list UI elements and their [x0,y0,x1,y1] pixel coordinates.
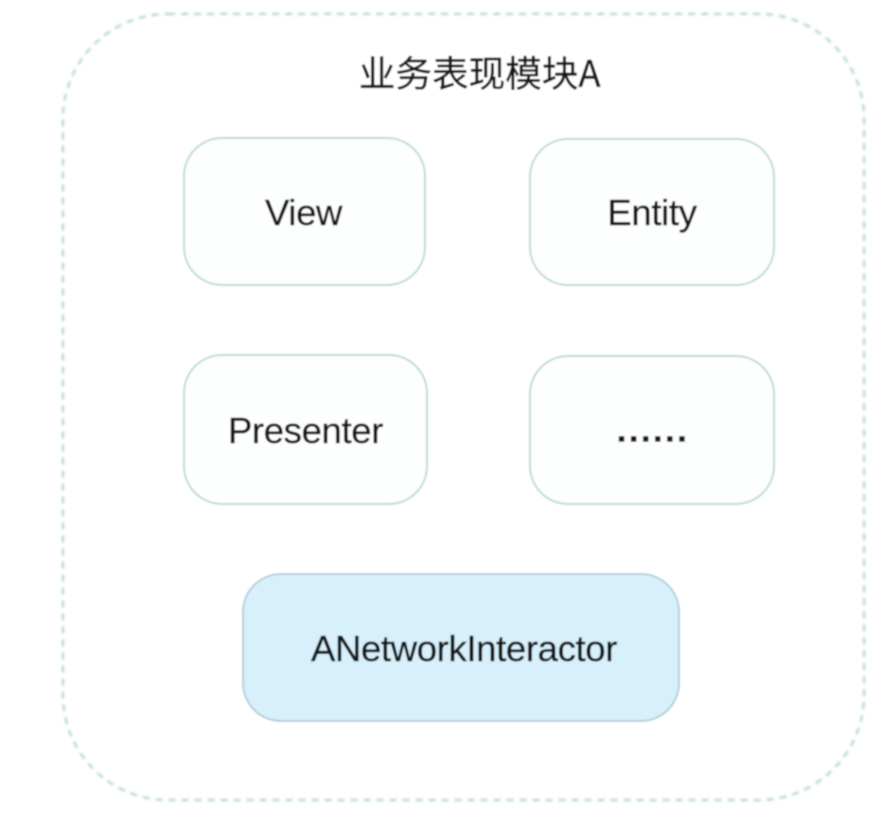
svg-text:View: View [265,192,343,233]
svg-text:ANetworkInteractor: ANetworkInteractor [311,628,617,669]
svg-text:Presenter: Presenter [228,410,383,451]
svg-text:Entity: Entity [607,192,697,233]
